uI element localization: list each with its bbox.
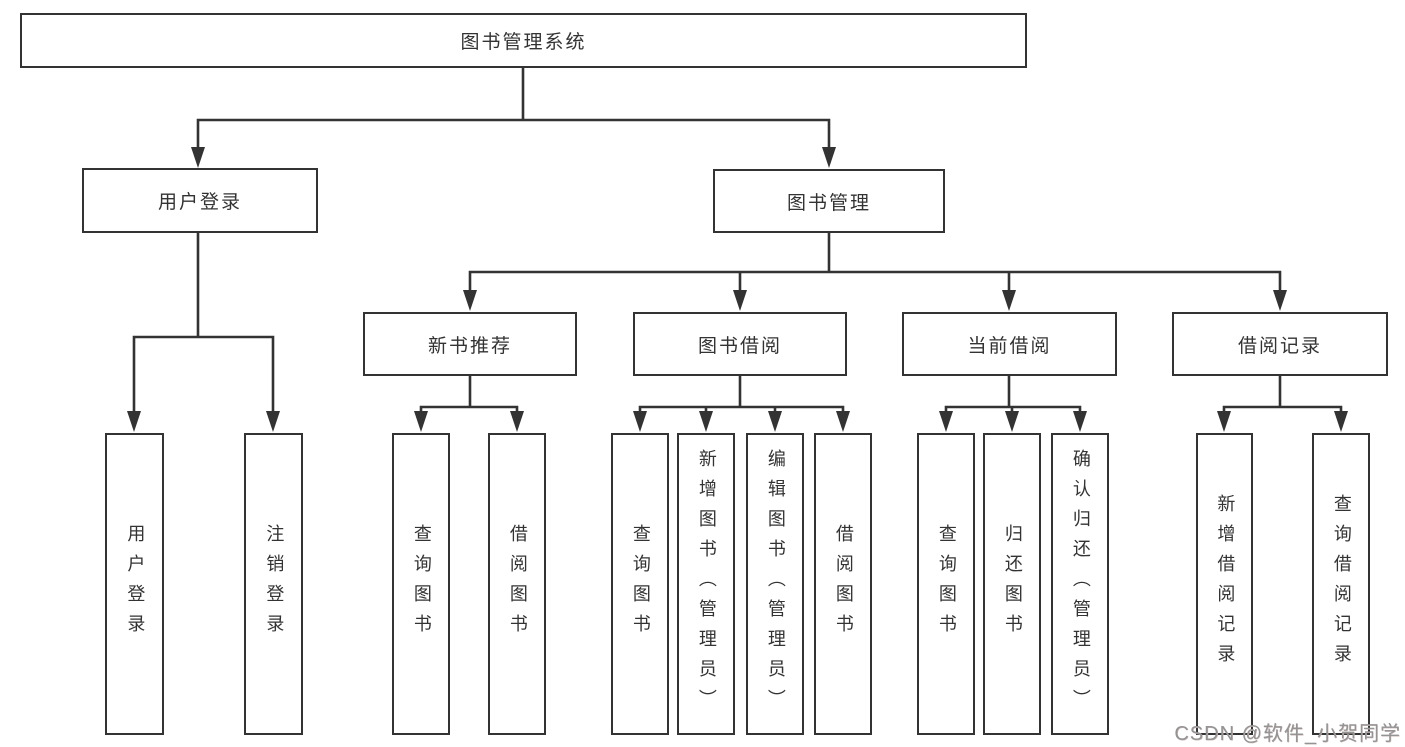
- leaf-borrow-books: 借阅图书: [814, 433, 872, 735]
- leaf-query-books-borrow: 查询图书: [611, 433, 669, 735]
- leaf-logout-login: 注销登录: [244, 433, 303, 735]
- leaf-return-books: 归还图书: [983, 433, 1041, 735]
- leaf-query-books-recommend: 查询图书: [392, 433, 450, 735]
- csdn-watermark: CSDN @软件_小贺同学: [1174, 723, 1401, 745]
- node-current-borrowing: 当前借阅: [902, 312, 1117, 376]
- leaf-add-borrow-record: 新增借阅记录: [1196, 433, 1253, 735]
- node-root-library-system: 图书管理系统: [20, 13, 1027, 68]
- node-borrowing-records: 借阅记录: [1172, 312, 1388, 376]
- node-book-borrowing: 图书借阅: [633, 312, 847, 376]
- leaf-user-login: 用户登录: [105, 433, 164, 735]
- node-user-login: 用户登录: [82, 168, 318, 233]
- leaf-query-borrow-record: 查询借阅记录: [1312, 433, 1370, 735]
- node-new-book-recommendation: 新书推荐: [363, 312, 577, 376]
- leaf-query-books-current: 查询图书: [917, 433, 975, 735]
- leaf-edit-books-admin: 编辑图书（管理员）: [746, 433, 804, 735]
- leaf-borrow-books-recommend: 借阅图书: [488, 433, 546, 735]
- leaf-add-books-admin: 新增图书（管理员）: [677, 433, 735, 735]
- leaf-confirm-return-admin: 确认归还（管理员）: [1051, 433, 1109, 735]
- node-book-management: 图书管理: [713, 169, 945, 233]
